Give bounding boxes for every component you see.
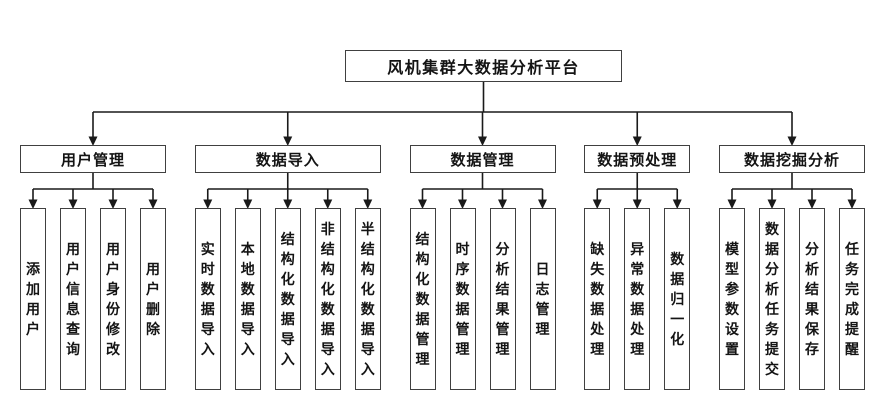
leaf-node-2-5: 半 结 构 化 数 据 导 入 <box>354 208 381 390</box>
leaf-label: 异 常 数 据 处 理 <box>630 241 645 357</box>
leaf-label: 任 务 完 成 提 醒 <box>845 241 859 357</box>
branch-group-5: 数据挖掘分析模 型 参 数 设 置 数 据 分 析 任 务 提 交 分 析 结 果 … <box>719 145 865 390</box>
leaf-node-2-4: 非 结 构 化 数 据 导 入 <box>314 208 341 390</box>
leaf-label: 添 加 用 户 <box>26 261 40 337</box>
leaf-label: 本 地 数 据 导 入 <box>240 241 255 357</box>
leaf-label: 用 户 删 除 <box>146 261 160 337</box>
leaf-row-3: 结 构 化 数 据 管 理时 序 数 据 管 理分 析 结 果 管 理日 志 管… <box>409 208 556 390</box>
leaf-label: 数 据 分 析 任 务 提 交 <box>765 221 779 377</box>
leaf-label: 缺 失 数 据 处 理 <box>590 241 605 357</box>
leaf-label: 结 构 化 数 据 管 理 <box>415 231 430 367</box>
leaf-node-3-2: 时 序 数 据 管 理 <box>449 208 476 390</box>
leaf-label: 半 结 构 化 数 据 导 入 <box>360 221 375 377</box>
branch-node-4: 数据预处理 <box>584 145 691 173</box>
leaf-label: 实 时 数 据 导 入 <box>200 241 215 357</box>
leaf-label: 分 析 结 果 管 理 <box>495 241 510 357</box>
branch-row: 用户管理添 加 用 户 用 户 信 息 查 询 用 户 身 份 修 改 用 户 删 除… <box>0 145 885 390</box>
leaf-node-3-3: 分 析 结 果 管 理 <box>489 208 516 390</box>
leaf-node-4-3: 数 据 归 一 化 <box>664 208 691 390</box>
leaf-label: 数 据 归 一 化 <box>670 251 685 347</box>
leaf-node-2-1: 实 时 数 据 导 入 <box>194 208 221 390</box>
leaf-row-4: 缺 失 数 据 处 理异 常 数 据 处 理数 据 归 一 化 <box>584 208 691 390</box>
leaf-node-3-1: 结 构 化 数 据 管 理 <box>409 208 436 390</box>
branch-group-4: 数据预处理缺 失 数 据 处 理 异 常 数 据 处 理 数 据 归 一 化 <box>584 145 691 390</box>
leaf-label: 日 志 管 理 <box>535 261 550 337</box>
leaf-node-1-2: 用 户 信 息 查 询 <box>60 208 86 390</box>
branch-group-3: 数据管理结 构 化 数 据 管 理 时 序 数 据 管 理 分 析 结 果 管 理 日… <box>409 145 556 390</box>
leaf-label: 分 析 结 果 保 存 <box>805 241 819 357</box>
leaf-node-5-2: 数 据 分 析 任 务 提 交 <box>759 208 785 390</box>
leaf-node-5-3: 分 析 结 果 保 存 <box>799 208 825 390</box>
leaf-node-5-4: 任 务 完 成 提 醒 <box>839 208 865 390</box>
leaf-node-1-1: 添 加 用 户 <box>20 208 46 390</box>
leaf-row-1: 添 加 用 户用 户 信 息 查 询用 户 身 份 修 改用 户 删 除 <box>20 208 166 390</box>
leaf-row-5: 模 型 参 数 设 置数 据 分 析 任 务 提 交分 析 结 果 保 存任 务… <box>719 208 865 390</box>
root-node: 风机集群大数据分析平台 <box>345 50 622 82</box>
leaf-node-5-1: 模 型 参 数 设 置 <box>719 208 745 390</box>
leaf-node-1-3: 用 户 身 份 修 改 <box>100 208 126 390</box>
leaf-node-2-3: 结 构 化 数 据 导 入 <box>274 208 301 390</box>
leaf-node-3-4: 日 志 管 理 <box>529 208 556 390</box>
branch-node-2: 数据导入 <box>194 145 381 173</box>
leaf-label: 模 型 参 数 设 置 <box>725 241 739 357</box>
leaf-label: 用 户 身 份 修 改 <box>106 241 120 357</box>
leaf-node-4-2: 异 常 数 据 处 理 <box>624 208 651 390</box>
leaf-label: 用 户 信 息 查 询 <box>66 241 80 357</box>
branch-group-1: 用户管理添 加 用 户 用 户 信 息 查 询 用 户 身 份 修 改 用 户 删 除 <box>20 145 166 390</box>
branch-node-1: 用户管理 <box>20 145 166 173</box>
leaf-label: 非 结 构 化 数 据 导 入 <box>320 221 335 377</box>
branch-node-5: 数据挖掘分析 <box>719 145 865 173</box>
leaf-label: 时 序 数 据 管 理 <box>455 241 470 357</box>
leaf-node-2-2: 本 地 数 据 导 入 <box>234 208 261 390</box>
branch-node-3: 数据管理 <box>409 145 556 173</box>
leaf-label: 结 构 化 数 据 导 入 <box>280 231 295 367</box>
leaf-node-4-1: 缺 失 数 据 处 理 <box>584 208 611 390</box>
leaf-row-2: 实 时 数 据 导 入本 地 数 据 导 入结 构 化 数 据 导 入非 结 构… <box>194 208 381 390</box>
branch-group-2: 数据导入实 时 数 据 导 入 本 地 数 据 导 入 结 构 化 数 据 导 入 非… <box>194 145 381 390</box>
leaf-node-1-4: 用 户 删 除 <box>140 208 166 390</box>
